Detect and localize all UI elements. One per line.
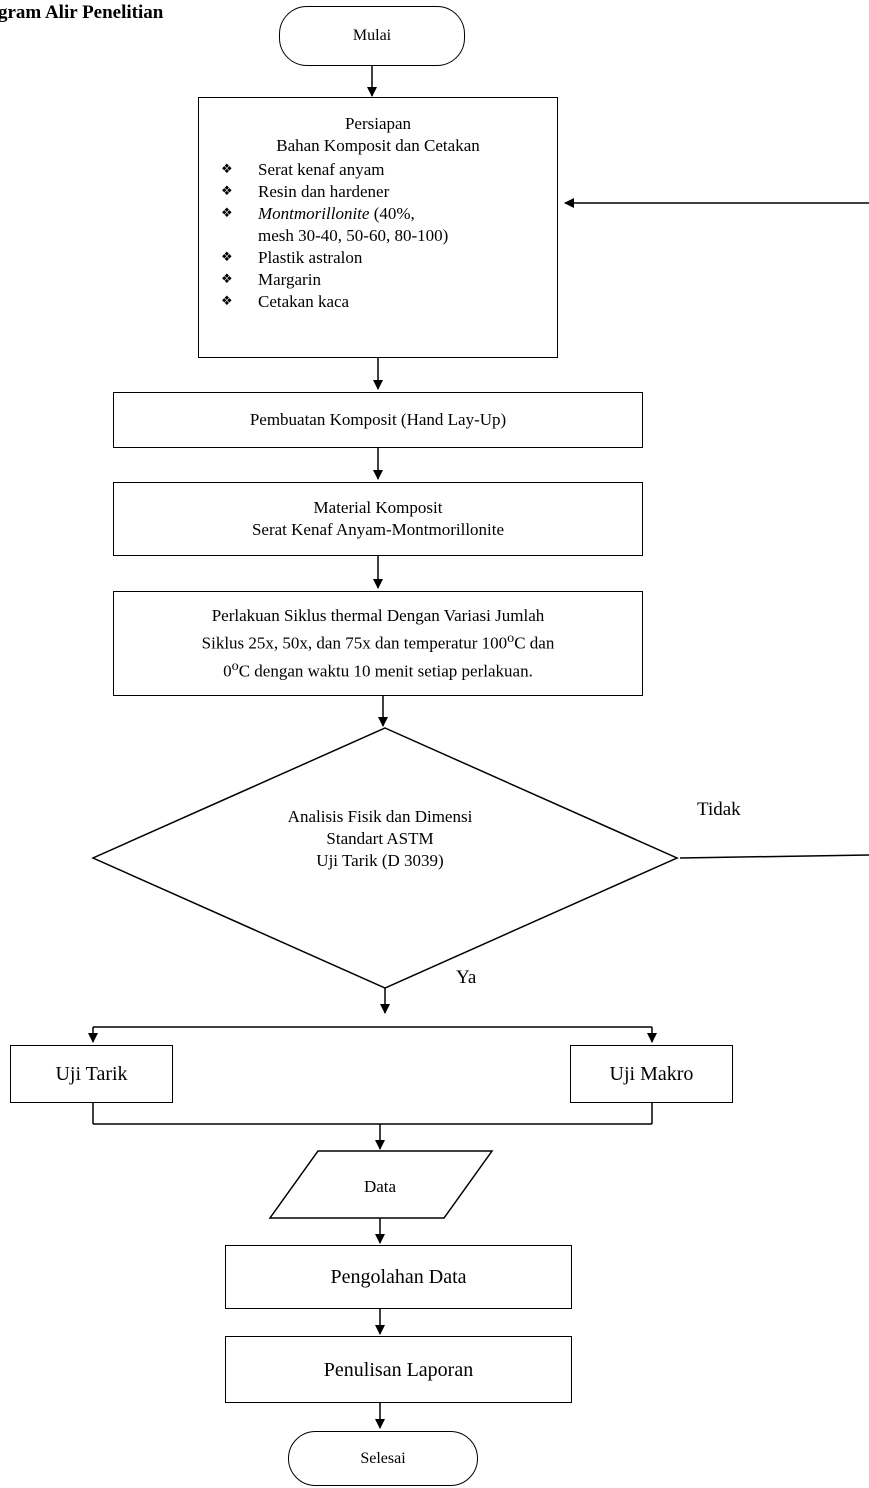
thermal-box: Perlakuan Siklus thermal Dengan Variasi … bbox=[113, 591, 643, 696]
list-item: ❖ Plastik astralon bbox=[221, 247, 448, 269]
report-label: Penulisan Laporan bbox=[323, 1358, 474, 1381]
bullet-icon: ❖ bbox=[221, 162, 233, 177]
fabrication-box: Pembuatan Komposit (Hand Lay-Up) bbox=[113, 392, 643, 448]
material-box: Material Komposit Serat Kenaf Anyam-Mont… bbox=[113, 482, 643, 556]
decision-line-2: Standart ASTM bbox=[326, 829, 434, 848]
bullet-icon: ❖ bbox=[221, 272, 233, 287]
material-list: ❖ Serat kenaf anyam ❖ Resin dan hardener ❖… bbox=[221, 159, 448, 313]
list-item-text: Resin dan hardener bbox=[258, 182, 390, 201]
decision-text: Analisis Fisik dan Dimensi Standart ASTM… bbox=[210, 806, 550, 872]
diagram-heading: gram Alir Penelitian bbox=[0, 2, 164, 23]
list-item: ❖ Resin dan hardener bbox=[221, 181, 448, 203]
decision-line-3: Uji Tarik (D 3039) bbox=[316, 851, 444, 870]
start-terminal: Mulai bbox=[279, 6, 465, 66]
material-line-1: Material Komposit bbox=[313, 498, 443, 517]
bullet-icon: ❖ bbox=[221, 294, 233, 309]
end-label: Selesai bbox=[360, 1449, 406, 1467]
list-item: ❖ Montmorillonite (40%, mesh 30-40, 50-60,… bbox=[221, 203, 448, 247]
no-label: Tidak bbox=[697, 799, 741, 820]
uji-makro-label: Uji Makro bbox=[609, 1063, 694, 1085]
arrow-no-loop-back bbox=[679, 854, 869, 859]
list-item-text-line2: mesh 30-40, 50-60, 80-100) bbox=[258, 226, 449, 245]
thermal-line-1: Perlakuan Siklus thermal Dengan Variasi … bbox=[211, 605, 545, 625]
uji-makro-box: Uji Makro bbox=[570, 1045, 733, 1103]
list-item: ❖ Serat kenaf anyam bbox=[221, 159, 448, 181]
list-item: ❖ Margarin bbox=[221, 269, 448, 291]
list-item-text-italic: Montmorillonite bbox=[258, 204, 370, 223]
preparation-title-1: Persiapan bbox=[344, 114, 412, 133]
data-label: Data bbox=[363, 1177, 397, 1196]
processing-box: Pengolahan Data bbox=[225, 1245, 572, 1309]
preparation-box: Persiapan Bahan Komposit dan Cetakan ❖ Se… bbox=[198, 97, 558, 358]
bullet-icon: ❖ bbox=[221, 206, 233, 221]
list-item-text-rest: (40%, bbox=[369, 204, 415, 223]
report-box: Penulisan Laporan bbox=[225, 1336, 572, 1403]
data-parallelogram bbox=[268, 1150, 494, 1219]
uji-tarik-box: Uji Tarik bbox=[10, 1045, 173, 1103]
end-terminal: Selesai bbox=[288, 1431, 478, 1486]
thermal-line-3: 0oC dengan waktu 10 menit setiap perlaku… bbox=[223, 657, 533, 681]
list-item-text: Cetakan kaca bbox=[258, 292, 350, 311]
material-line-2: Serat Kenaf Anyam-Montmorillonite bbox=[251, 520, 505, 539]
preparation-title-2: Bahan Komposit dan Cetakan bbox=[276, 136, 480, 155]
list-item-text: Serat kenaf anyam bbox=[258, 160, 385, 179]
list-item: ❖ Cetakan kaca bbox=[221, 291, 448, 313]
decision-line-1: Analisis Fisik dan Dimensi bbox=[287, 807, 473, 826]
list-item-text: Plastik astralon bbox=[258, 248, 363, 267]
start-label: Mulai bbox=[352, 27, 392, 44]
bullet-icon: ❖ bbox=[221, 250, 233, 265]
bullet-icon: ❖ bbox=[221, 184, 233, 199]
yes-label: Ya bbox=[456, 967, 477, 988]
uji-tarik-label: Uji Tarik bbox=[55, 1063, 128, 1085]
processing-label: Pengolahan Data bbox=[330, 1266, 467, 1288]
thermal-line-2: Siklus 25x, 50x, dan 75x dan temperatur … bbox=[201, 629, 555, 653]
list-item-text: Margarin bbox=[258, 270, 321, 289]
fabrication-label: Pembuatan Komposit (Hand Lay-Up) bbox=[249, 410, 507, 429]
